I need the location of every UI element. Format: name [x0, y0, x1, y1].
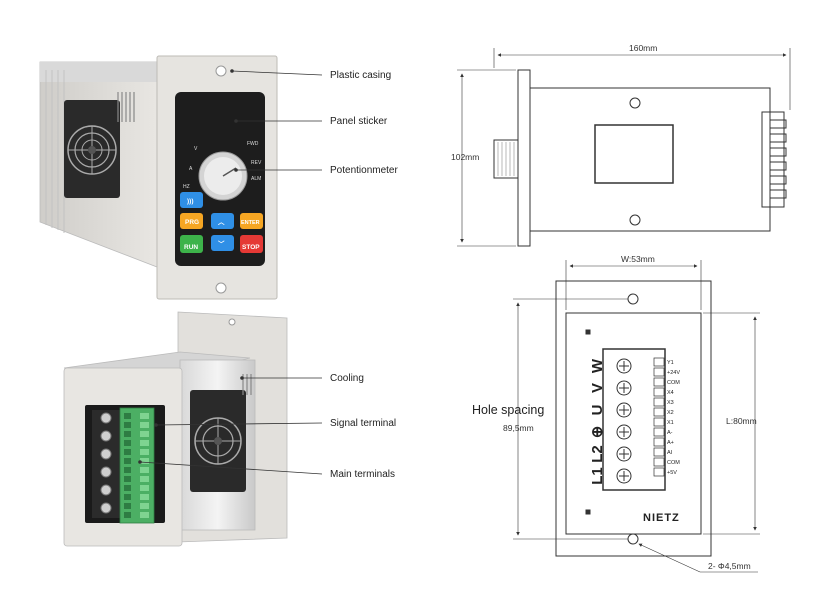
front-body [565, 312, 702, 535]
panel-label-a: A [189, 166, 193, 172]
signal-terminal-label: +5V [667, 470, 677, 476]
front-view-drawing [513, 260, 760, 573]
side-window [594, 124, 674, 184]
key-display[interactable] [180, 192, 203, 208]
device-front-view: V A HZ FWD REV ALM ))) PRG ︿ ENTER RUN ﹀… [39, 55, 278, 300]
callout-dots [138, 69, 244, 464]
key-display-glyph: ))) [187, 198, 194, 205]
callout-signal-terminal: Signal terminal [330, 418, 396, 429]
main-terminal-labels: L1 L2 ⊕ U VW [589, 358, 606, 485]
callout-cooling: Cooling [330, 373, 364, 384]
main-terminal-label: U [589, 405, 606, 416]
callout-line-main [139, 461, 323, 475]
fan-icon [190, 390, 246, 492]
signal-terminal-label: AI [667, 450, 673, 456]
device-rear-view [63, 311, 288, 547]
callout-potentiometer: Potentionmeter [330, 165, 398, 176]
panel-keys: ))) PRG ︿ ENTER RUN ﹀ STOP [180, 192, 263, 253]
front-signal-pins [653, 357, 665, 477]
panel-label-rev: REV [251, 160, 262, 166]
key-up[interactable] [211, 213, 234, 229]
main-terminal-label: L2 [589, 445, 606, 463]
dim-line-hole-diameter [638, 543, 701, 573]
main-terminal-label: L1 [589, 467, 606, 485]
hole-spacing-label: Hole spacing [472, 403, 544, 417]
chevron-down-icon: ﹀ [218, 239, 225, 248]
signal-terminal-label: A+ [667, 440, 674, 446]
key-run-label: RUN [184, 244, 198, 251]
side-hole-bottom [629, 214, 641, 226]
key-prg-label: PRG [185, 219, 199, 226]
chevron-up-icon: ︿ [218, 219, 225, 226]
side-terminal [761, 111, 785, 208]
panel-label-fwd: FWD [247, 141, 259, 147]
front-hole-top [627, 293, 639, 305]
front-mark-top [585, 329, 591, 335]
signal-terminal-block [119, 407, 155, 524]
signal-terminal-label: Y1 [667, 360, 674, 366]
hole-spacing-value: 89,5mm [503, 423, 534, 433]
signal-terminal-label: X4 [667, 390, 674, 396]
panel-label-hz: HZ [183, 184, 190, 190]
signal-terminal-label: +24V [667, 370, 680, 376]
side-view-drawing [457, 48, 791, 247]
mount-hole-bottom [215, 282, 227, 294]
front-screws [616, 358, 632, 484]
side-hole-top [629, 97, 641, 109]
signal-terminal-label: X2 [667, 410, 674, 416]
panel-label-v: V [194, 146, 198, 152]
front-plate [555, 280, 712, 557]
callout-line-casing [231, 70, 323, 76]
callout-panel-sticker: Panel sticker [330, 116, 388, 127]
mount-hole-top [215, 65, 227, 77]
signal-terminal-label: COM [667, 380, 680, 386]
callout-plastic-casing: Plastic casing [330, 70, 391, 81]
key-enter-label: ENTER [241, 220, 260, 226]
front-hole-bottom [627, 533, 639, 545]
potentiometer-knob [198, 151, 248, 201]
main-terminal-label: V [589, 383, 606, 393]
dim-length: 160mm [629, 43, 657, 53]
dim-front-length: L:80mm [726, 416, 757, 426]
key-run[interactable] [180, 235, 203, 253]
side-knob [493, 139, 519, 179]
front-mark-bottom [585, 509, 591, 515]
panel-label-alm: ALM [251, 176, 261, 182]
callout-line-signal [155, 422, 323, 426]
key-enter[interactable] [240, 213, 263, 229]
main-terminal-label: W [589, 358, 606, 373]
dim-width: W:53mm [621, 254, 655, 264]
signal-terminal-label: A- [667, 430, 673, 436]
brand-logo: NIETZ [643, 512, 680, 524]
callouts [139, 70, 323, 475]
key-stop[interactable] [240, 235, 263, 253]
key-down[interactable] [211, 235, 234, 251]
side-body [529, 87, 771, 232]
key-stop-label: STOP [242, 244, 260, 251]
signal-terminal-label: X1 [667, 420, 674, 426]
main-terminal-label: ⊕ [589, 426, 606, 439]
dim-height: 102mm [451, 152, 479, 162]
main-terminal-block [92, 410, 122, 518]
dim-hole-diameter: 2- Φ4,5mm [708, 561, 751, 571]
fan-icon [64, 100, 120, 198]
front-terminal-block [602, 348, 666, 491]
key-prg[interactable] [180, 213, 203, 229]
vent-slots [117, 92, 135, 122]
callout-main-terminals: Main terminals [330, 469, 395, 480]
signal-terminal-label: X3 [667, 400, 674, 406]
signal-terminal-label: COM [667, 460, 680, 466]
side-front-plate [517, 69, 531, 247]
